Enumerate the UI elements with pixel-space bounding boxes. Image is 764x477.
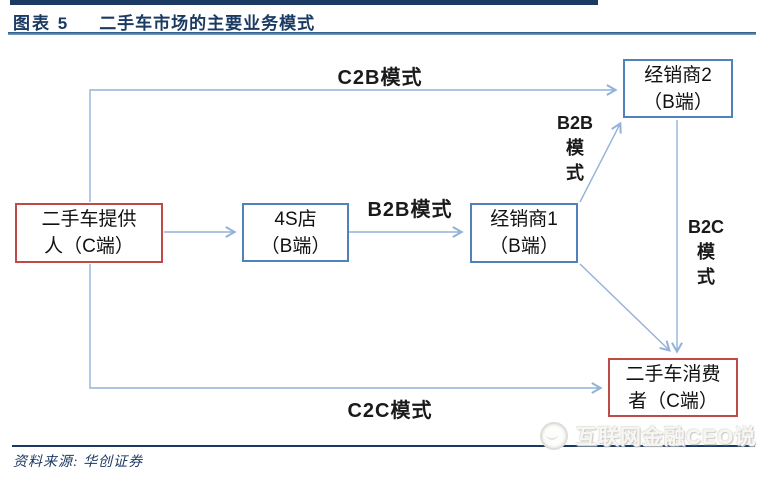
node-label-line: 4S店 <box>274 208 317 230</box>
vertical-label-line: B2B <box>556 113 593 133</box>
node-dealer-2: 经销商2 （B端） <box>623 59 733 118</box>
node-4s-store: 4S店 （B端） <box>242 203 349 262</box>
node-label-line: 经销商1 <box>490 209 558 230</box>
node-label-line: （B端） <box>643 91 713 113</box>
node-used-car-provider: 二手车提供 人（C端） <box>15 203 163 263</box>
watermark-logo-icon <box>540 422 568 450</box>
vertical-label-line: 式 <box>566 163 584 183</box>
label-b2b-mode-horizontal: B2B模式 <box>367 199 453 221</box>
node-dealer-1: 经销商1 （B端） <box>470 203 578 263</box>
label-c2c-mode: C2C模式 <box>347 400 433 422</box>
node-label-line: （B端） <box>489 236 559 257</box>
node-used-car-consumer: 二手车消费 者（C端） <box>608 358 738 417</box>
top-accent-bar <box>10 0 598 5</box>
label-b2c-mode-vertical: B2C 模 式 <box>682 215 730 290</box>
node-label-line: 经销商2 <box>644 64 712 86</box>
dealer1-to-consumer-arrow <box>579 263 671 352</box>
node-label-line: 二手车消费 <box>625 363 721 385</box>
footer-rule <box>12 445 755 447</box>
watermark: 互联网金融CEO说 <box>540 421 757 451</box>
c2c-route-line <box>89 264 603 394</box>
dealer1-to-dealer2-arrow <box>579 121 622 203</box>
source-note: 资料来源: 华创证券 <box>13 455 144 470</box>
figure-title: 二手车市场的主要业务模式 <box>99 14 316 33</box>
figure-number: 图表 5 <box>13 14 70 33</box>
node-label-line: 人（C端） <box>44 236 134 257</box>
watermark-text: 互联网金融CEO说 <box>576 426 757 449</box>
figure-header: 图表 5 二手车市场的主要业务模式 <box>13 9 315 34</box>
vertical-label-line: 式 <box>697 267 715 287</box>
node-label-line: 者（C端） <box>628 390 718 412</box>
node-label-line: （B端） <box>260 235 331 257</box>
vertical-label-line: 模 <box>566 138 584 158</box>
label-b2b-mode-vertical: B2B 模 式 <box>551 111 599 186</box>
c2b-route-line <box>89 84 618 202</box>
node-label-line: 二手车提供 <box>41 209 137 230</box>
vertical-label-line: B2C <box>687 217 724 237</box>
header-rule <box>8 32 756 35</box>
label-c2b-mode: C2B模式 <box>337 67 423 89</box>
vertical-label-line: 模 <box>697 242 715 262</box>
